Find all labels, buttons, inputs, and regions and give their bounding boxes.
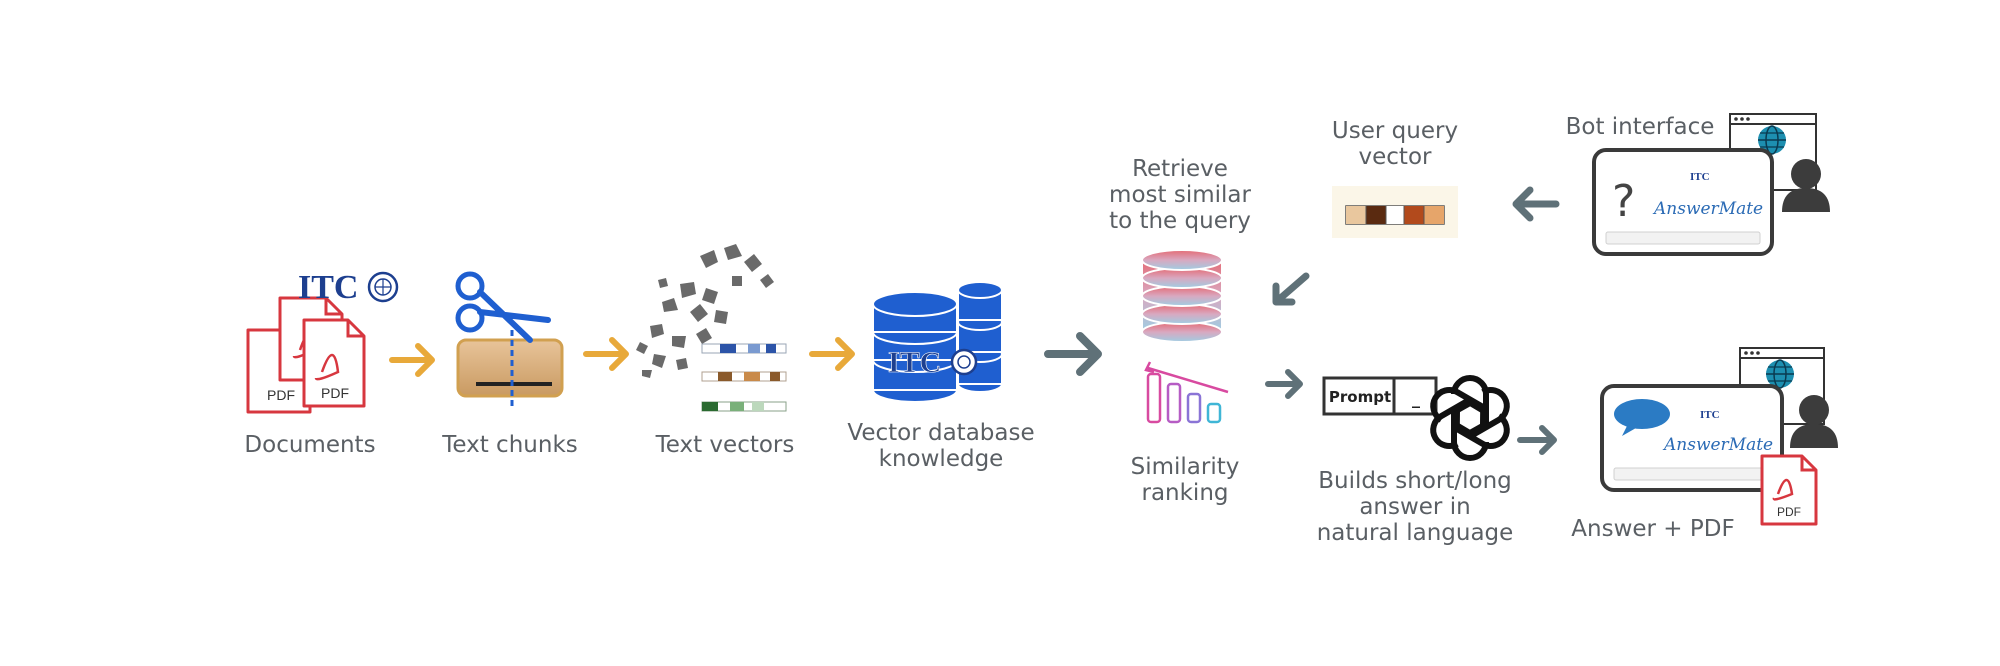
svg-text:PDF: PDF — [267, 387, 295, 403]
pdf-file-icon: PDF — [302, 318, 366, 408]
vector-bar — [701, 371, 787, 382]
text-vectors-label: Text vectors — [655, 432, 795, 458]
label-line: natural language — [1316, 520, 1514, 546]
user-avatar-icon — [1790, 395, 1838, 448]
documents-label: Documents — [244, 432, 376, 458]
openai-logo-icon — [1430, 375, 1510, 461]
arrow-icon — [1512, 186, 1560, 222]
ranking-bars-icon — [1144, 361, 1229, 424]
prompt-box: Prompt _ — [1322, 376, 1438, 416]
vector-bar — [701, 401, 787, 412]
pdf-file-icon: PDF — [1760, 454, 1818, 526]
label-line: Vector database — [847, 420, 1035, 446]
svg-text:ITC: ITC — [298, 269, 358, 306]
query-vector-bar — [1332, 186, 1458, 238]
documents-icon: PDF P PDF ITC — [246, 269, 399, 414]
svg-text:PDF: PDF — [321, 385, 349, 401]
user-avatar-icon — [1782, 159, 1830, 212]
svg-text:ITC: ITC — [1700, 409, 1720, 421]
scissors-chunk-icon — [455, 271, 564, 410]
label-line: Builds short/long — [1318, 468, 1512, 494]
label-line: to the query — [1109, 208, 1251, 234]
globe-icon — [1758, 125, 1786, 155]
scissors-icon — [455, 271, 551, 343]
text-fragments-icon — [636, 244, 774, 378]
svg-text:Prompt: Prompt — [1329, 388, 1391, 406]
retrieve-database-icon — [1141, 249, 1223, 343]
bot-screen: ? ITC AnswerMate — [1592, 148, 1774, 256]
arrow-icon — [389, 343, 435, 377]
svg-text:ITC: ITC — [1690, 171, 1710, 183]
svg-text:AnswerMate: AnswerMate — [1662, 435, 1773, 455]
builds-answer-label: Builds short/long answer in natural lang… — [1300, 468, 1530, 546]
arrow-icon — [1044, 332, 1102, 376]
itc-logo: ITC — [888, 346, 978, 379]
itc-logo: ITC — [298, 269, 399, 306]
label-line: most similar — [1109, 182, 1251, 208]
bot-interface-label: Bot interface — [1565, 114, 1715, 140]
user-query-vector-label: User query vector — [1320, 118, 1470, 170]
svg-text:ITC: ITC — [888, 346, 941, 379]
chat-bubble-icon — [1614, 399, 1670, 436]
arrow-icon — [1517, 425, 1557, 455]
text-chunks-label: Text chunks — [442, 432, 578, 458]
database-icon — [872, 281, 1003, 403]
svg-text:?: ? — [1612, 176, 1635, 227]
similarity-ranking-label: Similarity ranking — [1110, 454, 1260, 506]
label-line: knowledge — [878, 446, 1004, 472]
label-line: answer in — [1359, 494, 1471, 520]
svg-text:AnswerMate: AnswerMate — [1652, 199, 1763, 219]
vector-bar — [701, 343, 787, 354]
answer-pdf-label: Answer + PDF — [1571, 516, 1735, 542]
arrow-icon — [1265, 369, 1303, 399]
retrieve-label: Retrieve most similar to the query — [1100, 156, 1260, 234]
label-line: vector — [1358, 144, 1432, 170]
globe-icon — [1766, 359, 1794, 389]
label-line: User query — [1331, 118, 1459, 144]
label-line: Similarity — [1130, 454, 1240, 480]
svg-text:_: _ — [1412, 389, 1420, 408]
label-line: ranking — [1141, 480, 1229, 506]
arrow-icon — [1272, 272, 1310, 306]
label-line: Retrieve — [1132, 156, 1228, 182]
svg-text:PDF: PDF — [1777, 505, 1801, 519]
arrow-icon — [809, 337, 855, 371]
arrow-icon — [583, 337, 629, 371]
answer-screen: ITC AnswerMate — [1600, 384, 1784, 492]
vector-database-label: Vector database knowledge — [836, 420, 1046, 472]
